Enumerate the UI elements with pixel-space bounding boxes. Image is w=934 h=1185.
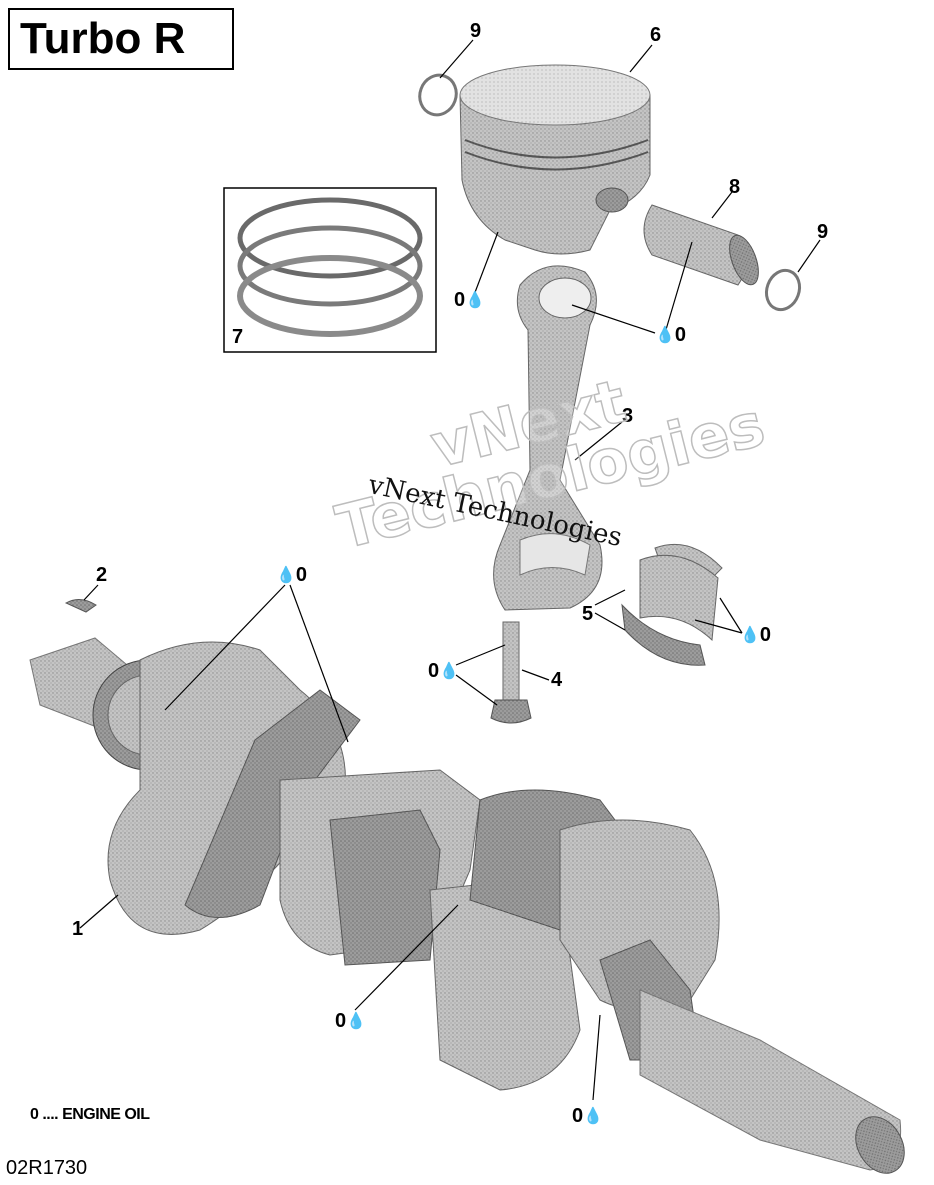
callout-9-top: 9 [470, 20, 482, 42]
oil-mark-crankpin: 0💧 [335, 1010, 366, 1033]
oil-drop-icon: 💧 [276, 567, 296, 584]
rod-bolt [490, 621, 532, 724]
page-title: Turbo R [8, 8, 234, 70]
callout-5: 5 [582, 603, 594, 625]
oil-mark-crank-journal: 💧0 [276, 564, 307, 587]
woodruff-key [64, 599, 97, 613]
oil-drop-icon: 💧 [465, 292, 486, 309]
piston-pin [643, 204, 759, 286]
oil-mark-label: 0 [674, 324, 687, 346]
oil-mark-rod-small-end: 💧0 [655, 324, 686, 347]
oil-mark-label: 0 [335, 1010, 347, 1032]
connecting-rod [493, 265, 603, 611]
oil-mark-main-journal: 0💧 [572, 1105, 603, 1128]
leader-lines [79, 39, 821, 1101]
oil-mark-bolt: 0💧 [428, 660, 459, 683]
oil-mark-label: 0 [759, 624, 772, 646]
circlip-right [764, 268, 802, 312]
legend-engine-oil: 0 .... ENGINE OIL [30, 1106, 150, 1123]
oil-drop-icon: 💧 [740, 627, 760, 644]
diagram-code: 02R1730 [6, 1157, 88, 1179]
callout-8: 8 [729, 176, 741, 198]
crankshaft [29, 637, 905, 1174]
oil-mark-label: 0 [572, 1105, 584, 1127]
oil-mark-label: 0 [428, 660, 440, 682]
piston-rings-box [223, 187, 437, 353]
rod-bearings [621, 543, 723, 666]
callout-9-right: 9 [817, 221, 829, 243]
piston [459, 64, 651, 255]
callout-6: 6 [650, 24, 662, 46]
oil-drop-icon: 💧 [583, 1108, 604, 1125]
oil-drop-icon: 💧 [655, 327, 675, 344]
callout-2: 2 [96, 564, 108, 586]
callout-3: 3 [622, 405, 634, 427]
oil-mark-label: 0 [295, 564, 308, 586]
callout-4: 4 [551, 669, 563, 691]
oil-mark-bearings: 💧0 [740, 624, 771, 647]
oil-drop-icon: 💧 [439, 663, 460, 680]
callout-7: 7 [232, 326, 244, 348]
oil-mark-label: 0 [454, 289, 466, 311]
callout-1: 1 [72, 918, 84, 940]
oil-drop-icon: 💧 [346, 1013, 367, 1030]
circlip-top [418, 73, 458, 117]
oil-mark-piston: 0💧 [454, 289, 485, 312]
